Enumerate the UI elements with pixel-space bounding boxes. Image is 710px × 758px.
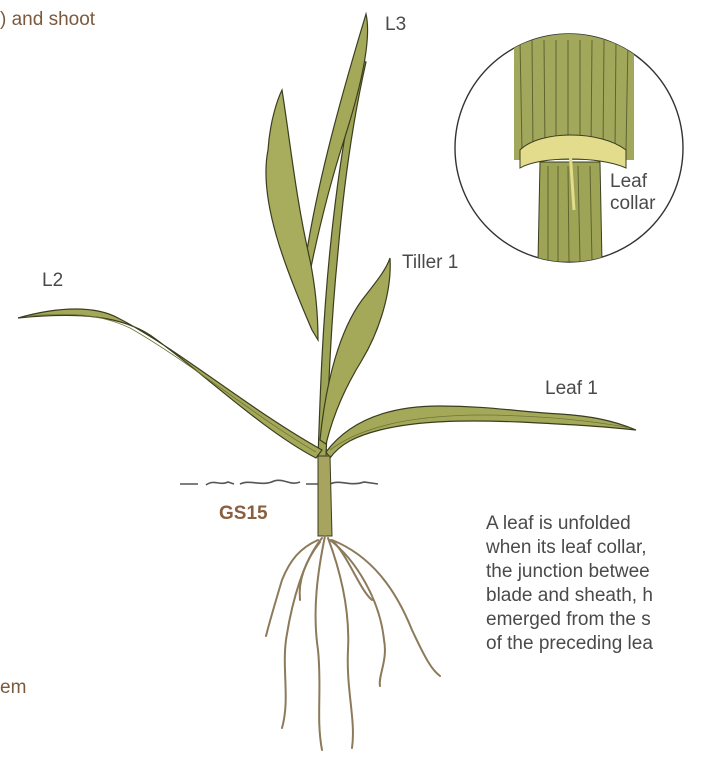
leaf-collar-inset (455, 30, 683, 262)
collar-label-line2: collar (610, 193, 655, 215)
roots (266, 536, 440, 750)
soil-line (180, 480, 378, 485)
note-line: when its leaf collar, (486, 536, 710, 560)
tiller-label: Tiller 1 (402, 252, 458, 274)
collar-label-line1: Leaf (610, 171, 647, 193)
l2-label: L2 (42, 270, 63, 292)
leaf-1 (326, 406, 636, 458)
l3-label: L3 (385, 14, 406, 36)
leaf1-label: Leaf 1 (545, 378, 598, 400)
note-line: of the preceding lea (486, 632, 710, 656)
unfolded-note: A leaf is unfolded when its leaf collar,… (486, 512, 710, 656)
note-line: blade and sheath, h (486, 584, 710, 608)
leaf-inner-curl (266, 90, 318, 340)
stage-label: GS15 (219, 503, 268, 525)
note-line: the junction betwee (486, 560, 710, 584)
top-fragment-label: ) and shoot (0, 9, 95, 31)
crown (318, 456, 332, 536)
bottom-fragment-label: em (0, 677, 26, 699)
leaf-l2 (18, 309, 322, 458)
note-line: A leaf is unfolded (486, 512, 710, 536)
note-line: emerged from the s (486, 608, 710, 632)
